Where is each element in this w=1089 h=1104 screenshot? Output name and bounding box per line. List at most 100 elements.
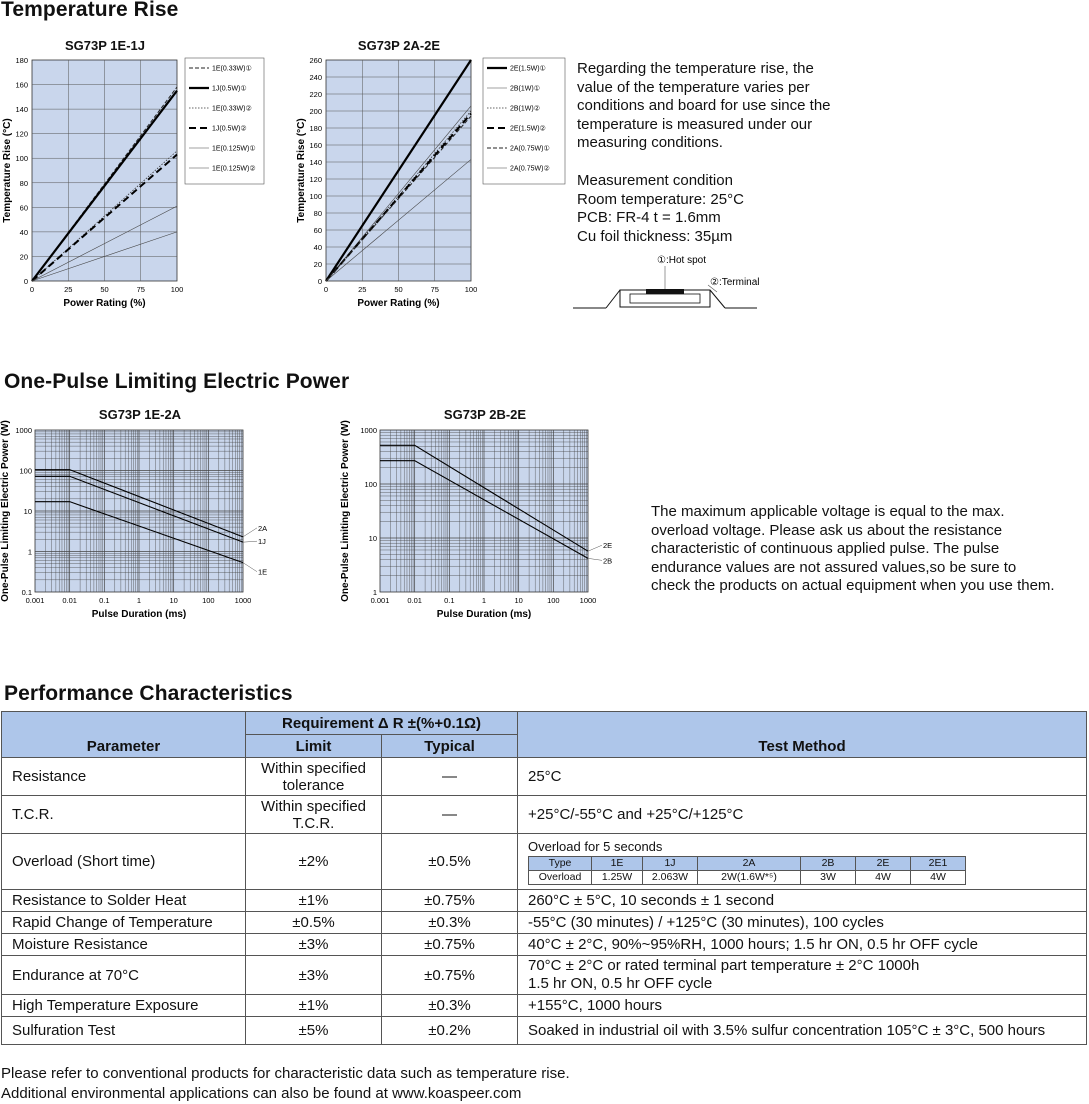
section-title-performance: Performance Characteristics — [4, 682, 293, 705]
y-tick-label: 180 — [15, 56, 28, 65]
text-line: The maximum applicable voltage is equal … — [651, 503, 1005, 520]
table-row: Endurance at 70°C±3%±0.75%70°C ± 2°C or … — [1, 955, 1087, 995]
terminal-label: ②:Terminal — [710, 277, 760, 288]
y-tick-label: 20 — [314, 260, 322, 269]
text-line: measuring conditions. — [577, 134, 723, 152]
y-tick-label: 120 — [15, 130, 28, 139]
text-line: Cu foil thickness: 35µm — [577, 227, 733, 245]
legend-box — [482, 57, 566, 185]
text-line: check the products on actual equipment w… — [651, 577, 1055, 595]
cell-limit: ±1% — [245, 889, 382, 912]
y-tick-label: 100 — [309, 192, 322, 201]
text-line: temperature is measured under our — [577, 115, 813, 133]
cell-test-method: 70°C ± 2°C or rated terminal part temper… — [517, 955, 1087, 995]
cell-test-method: +155°C, 1000 hours — [517, 994, 1087, 1017]
cell-limit: ±0.5% — [245, 911, 382, 934]
cell-limit: ±2% — [245, 833, 382, 890]
cell-test-method: -55°C (30 minutes) / +125°C (30 minutes)… — [517, 911, 1087, 934]
series-line — [35, 501, 244, 564]
y-tick-label: 10 — [369, 534, 377, 543]
series-line — [325, 115, 472, 282]
overload-type-cell: 2E1 — [910, 855, 966, 871]
cell-test-method: 260°C ± 5°C, 10 seconds ± 1 second — [517, 889, 1087, 912]
cell-typical: ±0.75% — [381, 933, 518, 956]
text-line: endurance values are not assured values,… — [651, 558, 1017, 576]
y-tick-label: 0 — [318, 277, 322, 286]
y-tick-label: 240 — [309, 73, 322, 82]
y-tick-label: 120 — [309, 175, 322, 184]
overload-value-cell: 3W — [800, 869, 856, 885]
table-row: Moisture Resistance±3%±0.75%40°C ± 2°C, … — [1, 933, 1087, 956]
x-tick-label: 10 — [169, 596, 177, 605]
series-leader — [587, 544, 603, 552]
x-tick-label: 0.001 — [371, 596, 390, 605]
overload-value-cell: 4W — [910, 869, 966, 885]
x-tick-label: 0.01 — [407, 596, 422, 605]
legend-label: 2E(1.5W)② — [510, 125, 546, 133]
y-tick-label: 140 — [15, 105, 28, 114]
series-label: 2A — [258, 524, 267, 533]
series-label: 1E — [258, 568, 267, 577]
y-tick-label: 20 — [20, 252, 28, 261]
y-tick-label: 160 — [15, 81, 28, 90]
cell-parameter: Endurance at 70°C — [1, 955, 246, 995]
legend-label: 2B(1W)② — [510, 105, 540, 113]
header-limit: Limit — [245, 734, 382, 758]
table-row: Overload (Short time)±2%±0.5%Overload fo… — [1, 833, 1087, 890]
y-tick-label: 100 — [19, 467, 32, 476]
series-line — [380, 444, 589, 552]
x-tick-label: 0 — [324, 285, 328, 294]
legend-label: 1J(0.5W)② — [212, 125, 247, 133]
legend-label: 1E(0.125W)① — [212, 145, 256, 153]
cell-typical: ±0.3% — [381, 994, 518, 1017]
x-tick-label: 75 — [431, 285, 439, 294]
x-tick-label: 50 — [394, 285, 402, 294]
table-row: Resistance to Solder Heat±1%±0.75%260°C … — [1, 889, 1087, 912]
x-tick-label: 100 — [547, 596, 560, 605]
cell-typical: ±0.75% — [381, 889, 518, 912]
legend-label: 2E(1.5W)① — [510, 65, 546, 73]
x-tick-label: 0.001 — [26, 596, 45, 605]
x-tick-label: 0.01 — [62, 596, 77, 605]
x-tick-label: 0.1 — [444, 596, 454, 605]
cell-limit: ±1% — [245, 994, 382, 1017]
y-tick-label: 60 — [20, 203, 28, 212]
y-tick-label: 140 — [309, 158, 322, 167]
legend-label: 2A(0.75W)② — [510, 165, 550, 173]
measurement-condition: Measurement condition Room temperature: … — [577, 172, 897, 246]
text-line: conditions and board for use since the — [577, 97, 831, 115]
legend-label: 1E(0.33W)② — [212, 105, 252, 113]
x-axis-label: Pulse Duration (ms) — [437, 609, 531, 620]
cell-parameter: Resistance — [1, 757, 246, 796]
overload-type-cell: 1E — [591, 855, 643, 871]
overload-value-cell: 4W — [855, 869, 911, 885]
x-tick-label: 25 — [358, 285, 366, 294]
y-tick-label: 60 — [314, 226, 322, 235]
x-tick-label: 100 — [202, 596, 215, 605]
series-line — [31, 231, 178, 282]
cell-limit: ±3% — [245, 955, 382, 995]
overload-value-cell: 2.063W — [642, 869, 698, 885]
table-row: Sulfuration Test±5%±0.2%Soaked in indust… — [1, 1016, 1087, 1045]
table-row: High Temperature Exposure±1%±0.3%+155°C,… — [1, 994, 1087, 1017]
text-line: PCB: FR-4 t = 1.6mm — [577, 209, 721, 227]
x-tick-label: 75 — [137, 285, 145, 294]
series-line — [31, 90, 178, 282]
text-line: Room temperature: 25°C — [577, 190, 744, 208]
series-label: 2E — [603, 541, 612, 550]
x-axis-label: Pulse Duration (ms) — [92, 609, 186, 620]
y-tick-label: 100 — [364, 480, 377, 489]
series-line — [35, 475, 244, 543]
series-leader — [242, 527, 258, 538]
x-axis-label: Power Rating (%) — [357, 298, 439, 309]
y-axis-label: Temperature Rise (°C) — [2, 118, 13, 222]
overload-type-cell: 2B — [800, 855, 856, 871]
y-tick-label: 0.1 — [22, 588, 32, 597]
y-tick-label: 180 — [309, 124, 322, 133]
y-tick-label: 80 — [314, 209, 322, 218]
overload-type-cell: 2E — [855, 855, 911, 871]
cell-parameter: T.C.R. — [1, 795, 246, 834]
